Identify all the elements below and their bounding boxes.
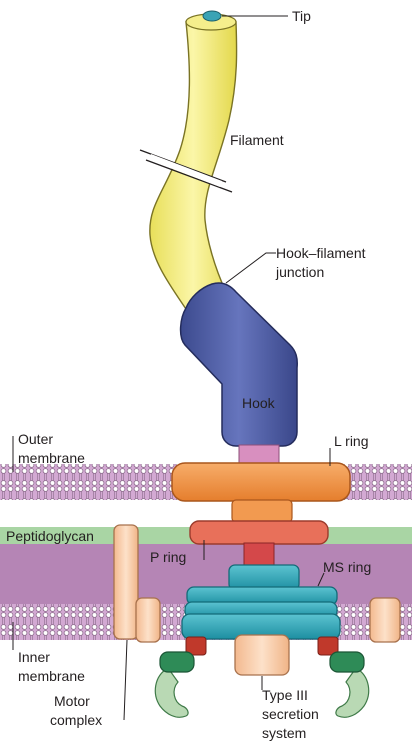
filament-tip bbox=[202, 10, 222, 22]
stator-right bbox=[369, 597, 401, 643]
leader-lines bbox=[12, 15, 331, 721]
p-ring-label: P ring bbox=[150, 549, 186, 565]
tip-label: Tip bbox=[292, 8, 311, 24]
motor-complex-leader bbox=[123, 639, 128, 721]
outer-membrane-label-line2: membrane bbox=[18, 450, 85, 466]
ms-ring-label: MS ring bbox=[323, 559, 371, 575]
l-ring-label: L ring bbox=[334, 433, 369, 449]
motor-arm-left bbox=[154, 651, 195, 718]
filament bbox=[149, 21, 238, 313]
stator-left-tall bbox=[113, 524, 139, 640]
p-ring bbox=[189, 520, 329, 545]
stator-left-small bbox=[135, 597, 161, 643]
junction-leader bbox=[225, 252, 276, 284]
type-iii-label-line1: Type III bbox=[262, 687, 308, 703]
ms-ring-leader bbox=[317, 572, 325, 587]
motor-arm-right bbox=[329, 651, 370, 718]
red-cap-right bbox=[317, 636, 339, 656]
inner-membrane-label-line2: membrane bbox=[18, 668, 85, 684]
ms-ring bbox=[228, 564, 300, 591]
red-cap-left bbox=[185, 636, 207, 656]
type-iii-label-line3: system bbox=[262, 725, 306, 741]
l-ring-neck bbox=[231, 499, 293, 523]
outer-membrane-label-line1: Outer bbox=[18, 431, 53, 447]
motor-complex-label-line1: Motor bbox=[54, 693, 90, 709]
filament-label: Filament bbox=[230, 132, 284, 148]
filament-break-gap bbox=[149, 154, 222, 187]
type-iii-label-line2: secretion bbox=[262, 706, 319, 722]
hook-label: Hook bbox=[242, 395, 276, 411]
junction-label-line1: Hook–filament bbox=[276, 245, 366, 261]
hook bbox=[179, 282, 298, 447]
type-iii-secretion-system bbox=[234, 634, 290, 676]
junction-label-line2: junction bbox=[275, 264, 324, 280]
inner-membrane-label-line1: Inner bbox=[18, 649, 50, 665]
peptidoglycan-label: Peptidoglycan bbox=[6, 528, 94, 544]
l-ring bbox=[171, 462, 351, 502]
motor-complex-label-line2: complex bbox=[50, 712, 102, 728]
rod-lower bbox=[243, 542, 275, 568]
